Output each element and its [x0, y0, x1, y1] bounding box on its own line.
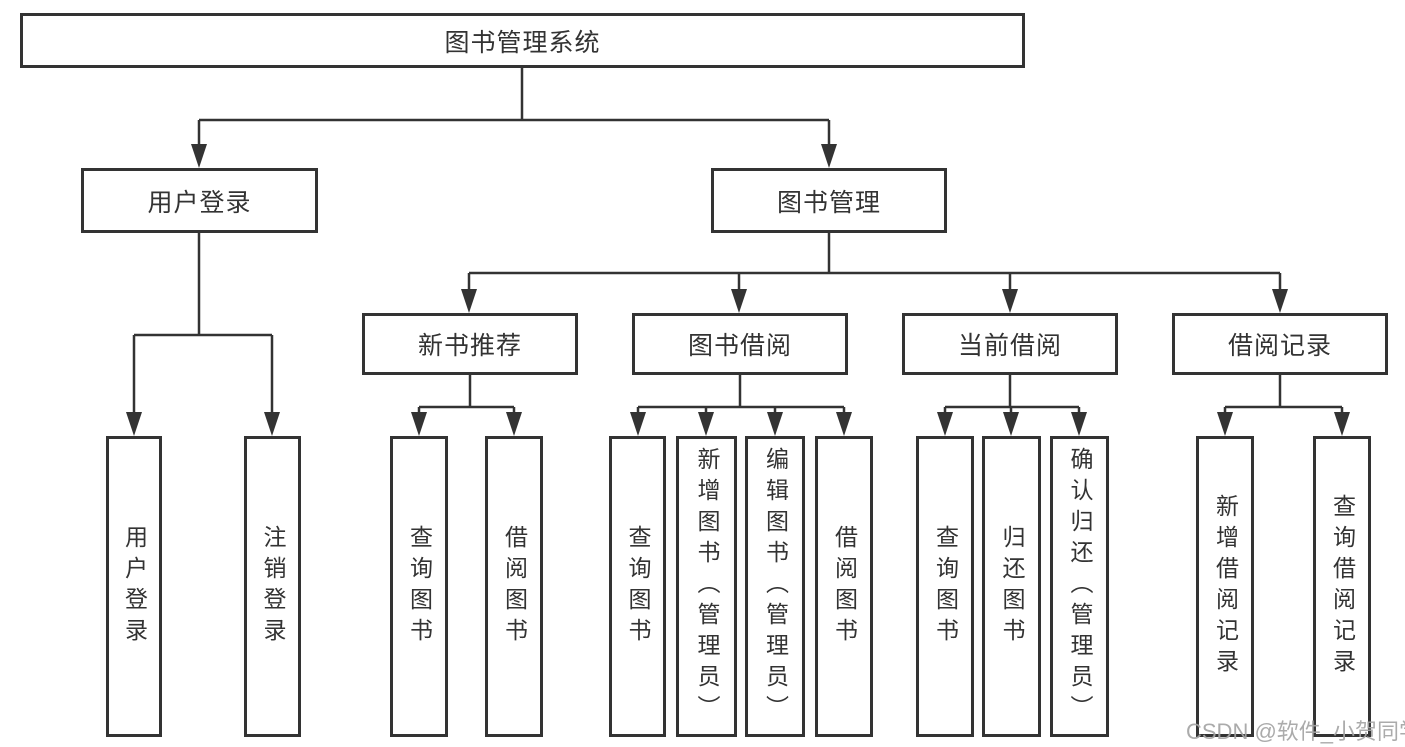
node-borrow-records-label: 借阅记录 — [1227, 332, 1332, 360]
leaf-borrow-books-recommend: 借阅图书 — [485, 436, 543, 737]
leaf-query-borrow-record: 查询借阅记录 — [1313, 436, 1371, 737]
leaf-query-books-recommend-label: 查询图书 — [406, 524, 433, 649]
leaf-query-books-borrow-label: 查询图书 — [625, 524, 651, 649]
leaf-confirm-return-admin-label: 确认归还（管理员） — [1067, 447, 1093, 726]
node-current-borrow-label: 当前借阅 — [957, 332, 1062, 360]
leaf-logout-login-label: 注销登录 — [260, 524, 286, 649]
leaf-return-book-label: 归还图书 — [999, 524, 1025, 649]
node-book-management-label: 图书管理 — [776, 188, 881, 217]
node-current-borrow: 当前借阅 — [902, 313, 1118, 375]
watermark-text: CSDN @软件_小贺同学 — [1186, 719, 1405, 744]
leaf-edit-book-admin: 编辑图书（管理员） — [745, 436, 805, 737]
leaf-user-login: 用户登录 — [106, 436, 162, 737]
leaf-add-book-admin-label: 新增图书（管理员） — [694, 447, 720, 726]
leaf-logout-login: 注销登录 — [244, 436, 301, 737]
leaf-query-books-current-label: 查询图书 — [932, 524, 959, 649]
leaf-add-book-admin: 新增图书（管理员） — [676, 436, 737, 737]
leaf-borrow-books-recommend-label: 借阅图书 — [501, 524, 528, 649]
leaf-add-borrow-record: 新增借阅记录 — [1196, 436, 1254, 737]
leaf-query-borrow-record-label: 查询借阅记录 — [1329, 493, 1356, 680]
leaf-borrow-books-label: 借阅图书 — [831, 524, 858, 649]
node-root-system: 图书管理系统 — [20, 13, 1025, 68]
leaf-query-books-current: 查询图书 — [916, 436, 974, 737]
node-user-login-label: 用户登录 — [147, 188, 252, 217]
arrowhead-icons — [126, 144, 1350, 436]
leaf-user-login-label: 用户登录 — [121, 524, 148, 649]
leaf-query-books-recommend: 查询图书 — [390, 436, 448, 737]
node-book-management: 图书管理 — [711, 168, 947, 233]
leaf-return-book: 归还图书 — [982, 436, 1041, 737]
node-user-login: 用户登录 — [81, 168, 318, 233]
node-borrow-records: 借阅记录 — [1172, 313, 1388, 375]
node-new-book-recommend: 新书推荐 — [362, 313, 578, 375]
leaf-edit-book-admin-label: 编辑图书（管理员） — [762, 447, 789, 726]
node-book-borrow: 图书借阅 — [632, 313, 848, 375]
node-new-book-recommend-label: 新书推荐 — [417, 332, 522, 360]
node-book-borrow-label: 图书借阅 — [687, 332, 792, 360]
leaf-confirm-return-admin: 确认归还（管理员） — [1050, 436, 1109, 737]
node-root-system-label: 图书管理系统 — [444, 28, 601, 57]
leaf-add-borrow-record-label: 新增借阅记录 — [1212, 493, 1239, 680]
leaf-borrow-books: 借阅图书 — [815, 436, 873, 737]
leaf-query-books-borrow: 查询图书 — [609, 436, 666, 737]
